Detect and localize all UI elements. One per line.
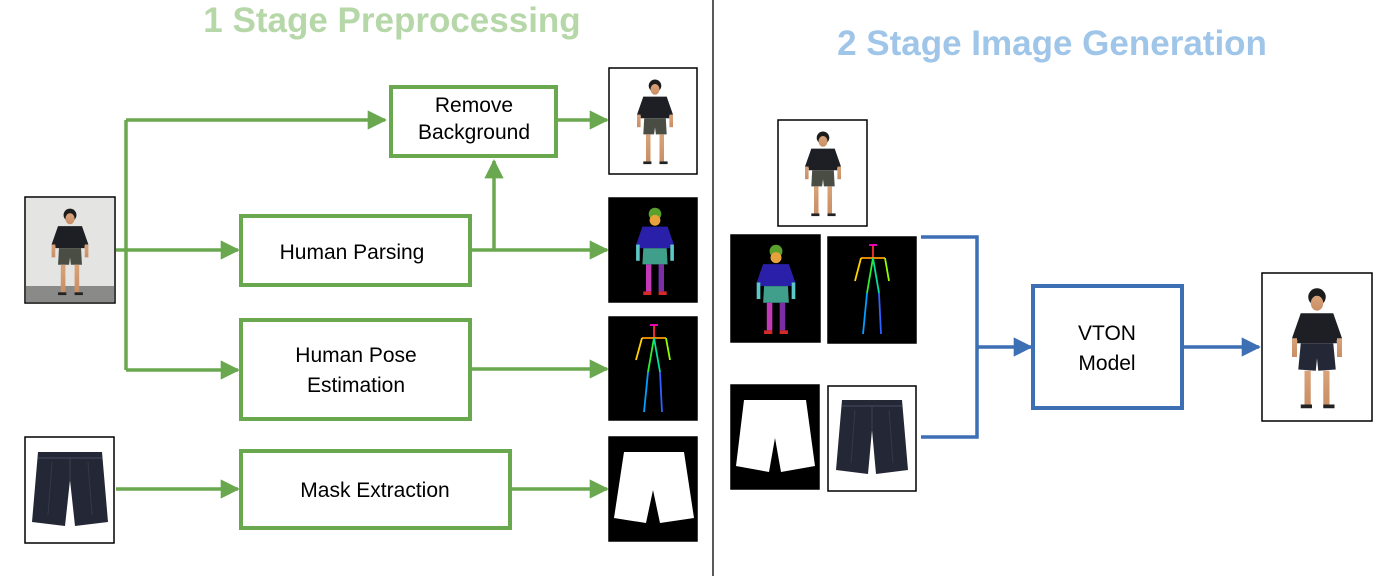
input-shorts-photo: [24, 436, 115, 544]
stage1-connectors: [116, 110, 609, 499]
vton-model-label-line1: VTON: [1078, 322, 1136, 345]
mask-extraction-box: Mask Extraction: [239, 449, 512, 530]
stage2-connectors: [921, 235, 1261, 439]
remove-background-label-line2: Background: [418, 121, 530, 144]
human-parsing-label: Human Parsing: [280, 241, 425, 264]
vton-model-label-line2: Model: [1078, 352, 1135, 375]
input-person-photo: [24, 196, 116, 304]
remove-background-label-line1: Remove: [435, 94, 513, 117]
stage2-pose-skeleton-image: [827, 236, 917, 344]
stage2-person-no-background-image: [777, 119, 868, 227]
human-parsing-map-image: [608, 197, 698, 303]
person-no-background-image: [608, 67, 698, 175]
remove-background-box: Remove Background: [389, 85, 558, 158]
stage2-shorts-garment-image: [827, 385, 917, 492]
pose-skeleton-image: [608, 316, 698, 421]
human-pose-estimation-box: Human Pose Estimation: [239, 318, 472, 421]
human-parsing-box: Human Parsing: [239, 214, 472, 287]
stage2-title: 2 Stage Image Generation: [837, 24, 1267, 63]
stage2-parsing-map-image: [730, 234, 821, 343]
try-on-result-image: [1261, 272, 1373, 422]
stage1-title: 1 Stage Preprocessing: [203, 1, 580, 40]
mask-extraction-label: Mask Extraction: [300, 479, 449, 502]
human-pose-label-line1: Human Pose: [295, 344, 416, 367]
stage2-shorts-mask-image: [730, 384, 820, 490]
shorts-mask-image: [608, 436, 698, 542]
vton-model-box: VTON Model: [1031, 284, 1184, 410]
human-pose-label-line2: Estimation: [307, 374, 405, 397]
